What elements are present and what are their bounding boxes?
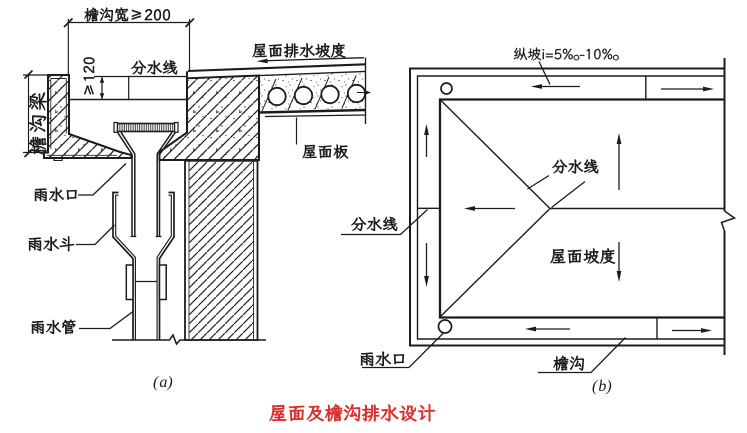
svg-text:(a): (a)	[153, 374, 173, 391]
svg-text:(b): (b)	[592, 378, 612, 395]
